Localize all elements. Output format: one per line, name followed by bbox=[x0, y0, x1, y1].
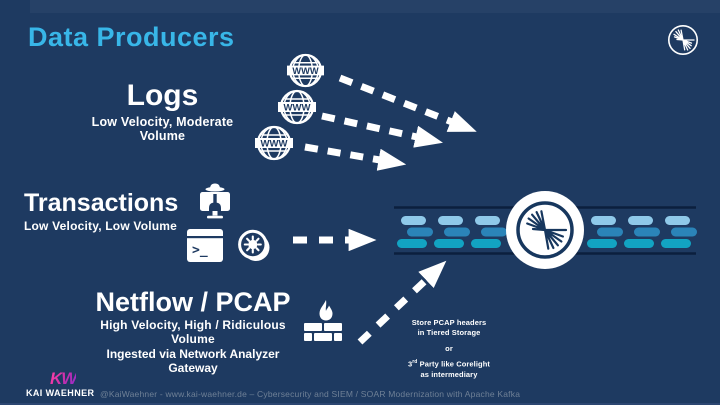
producer-netflow-pcap: Netflow / PCAP High Velocity, High / Rid… bbox=[88, 287, 298, 376]
annotation-line: or bbox=[445, 343, 453, 353]
producer-transactions: Transactions Low Velocity, Low Volume bbox=[24, 189, 209, 234]
kafka-pipeline bbox=[394, 191, 697, 269]
netflow-title: Netflow / PCAP bbox=[95, 287, 291, 317]
terminal-icon: >_ bbox=[187, 229, 223, 262]
transactions-title: Transactions bbox=[24, 189, 179, 217]
confluent-hub-icon bbox=[506, 191, 584, 269]
confluent-logo-icon bbox=[668, 25, 698, 55]
netflow-arrow bbox=[357, 260, 447, 345]
top-accent-band bbox=[30, 0, 720, 13]
www-globe-icon: WWW bbox=[255, 125, 293, 161]
producer-logs: Logs Low Velocity, Moderate Volume bbox=[70, 80, 255, 143]
event-pills bbox=[397, 216, 697, 248]
svg-text:>_: >_ bbox=[192, 243, 208, 258]
virus-icon bbox=[238, 229, 270, 261]
annotation-line: Store PCAP headers bbox=[411, 318, 487, 327]
www-globe-icon: WWW bbox=[278, 89, 316, 125]
hacker-monitor-icon bbox=[200, 183, 230, 219]
firewall-icon bbox=[304, 300, 342, 341]
annotation-line: in Tiered Storage bbox=[417, 327, 481, 337]
logs-arrows bbox=[304, 74, 477, 171]
www-globe-icon: WWW bbox=[287, 53, 324, 88]
kai-waehner-logo: KW bbox=[50, 369, 77, 388]
svg-text:WWW: WWW bbox=[292, 66, 318, 76]
logs-subtitle: Low Velocity, Moderate Volume bbox=[91, 114, 234, 143]
svg-text:WWW: WWW bbox=[284, 103, 311, 114]
page-title: Data Producers bbox=[28, 22, 235, 52]
footer-credit: @KaiWaehner - www.kai-waehner.de – Cyber… bbox=[100, 389, 521, 399]
annotation-line: 3rd Party like Corelight bbox=[407, 359, 491, 369]
kai-waehner-wordmark: KAI WAEHNER bbox=[26, 388, 95, 398]
logs-title: Logs bbox=[126, 79, 199, 112]
annotation-line: as intermediary bbox=[420, 369, 478, 379]
pcap-annotation: Store PCAP headers in Tiered Storage or … bbox=[388, 318, 510, 379]
transactions-subtitle: Low Velocity, Low Volume bbox=[24, 219, 178, 234]
svg-text:WWW: WWW bbox=[261, 139, 288, 150]
footer-divider bbox=[0, 403, 720, 405]
netflow-subtitle-2: Ingested via Network Analyzer Gateway bbox=[106, 347, 280, 376]
netflow-subtitle-1: High Velocity, High / Ridiculous Volume bbox=[100, 318, 286, 347]
